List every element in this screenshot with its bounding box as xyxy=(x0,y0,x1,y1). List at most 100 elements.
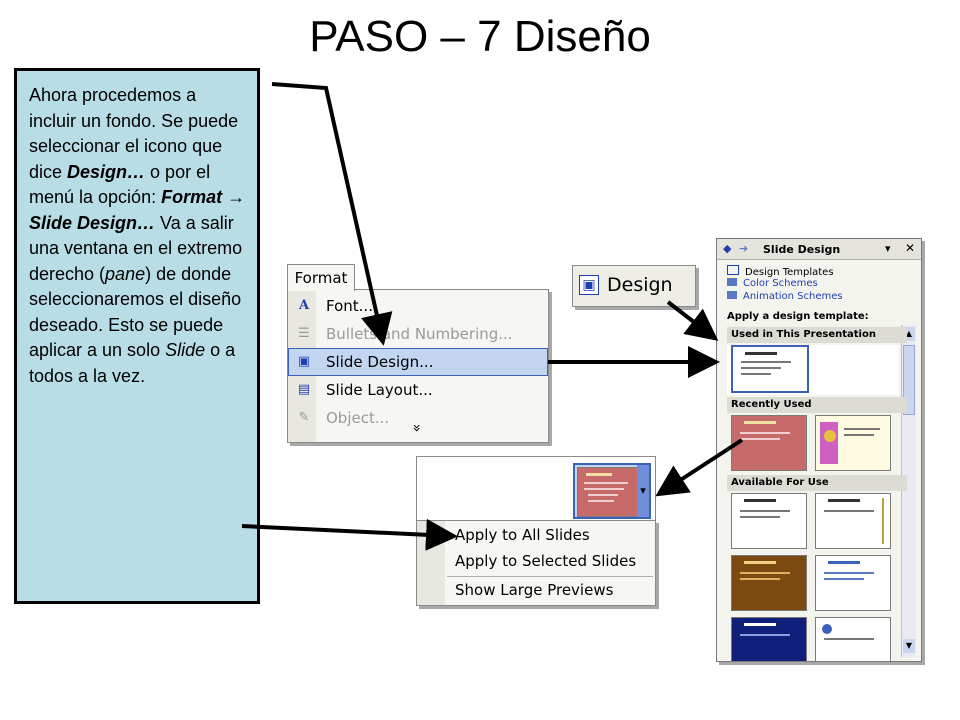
thumb-line xyxy=(740,634,790,636)
animation-schemes-icon xyxy=(727,291,737,299)
section-used: Used in This Presentation xyxy=(727,327,907,343)
thumb-line xyxy=(741,361,791,363)
thumb-line xyxy=(844,428,880,430)
section-available: Available For Use xyxy=(727,475,907,491)
slide-design-icon: ▣ xyxy=(297,354,311,369)
slide-design-word: Slide Design… xyxy=(29,212,156,233)
thumb-line xyxy=(740,438,780,440)
design-icon: ▣ xyxy=(579,275,599,295)
pane-link-label: Animation Schemes xyxy=(743,291,843,302)
arrow-text-to-apply xyxy=(241,518,458,551)
pane-word: pane xyxy=(105,263,146,284)
close-icon[interactable]: ✕ xyxy=(905,241,916,255)
design-templates-icon xyxy=(727,265,739,275)
thumb-title xyxy=(586,473,612,476)
menu-divider xyxy=(447,576,653,577)
color-schemes-icon xyxy=(727,278,737,286)
selected-template-frame: ▾ xyxy=(573,463,651,519)
thumb-art xyxy=(882,498,884,544)
template-thumbnail[interactable] xyxy=(731,555,807,611)
thumb-line xyxy=(740,510,790,512)
object-icon: ✎ xyxy=(298,410,310,425)
menu-item-label: Slide Layout... xyxy=(326,381,433,399)
section-recent: Recently Used xyxy=(727,397,907,413)
thumb-title xyxy=(828,561,860,564)
template-thumbnail[interactable] xyxy=(815,617,891,661)
slide-word: Slide xyxy=(165,340,206,360)
pane-link-color-schemes[interactable]: Color Schemes xyxy=(727,278,818,289)
format-menu: A Font... ☰ Bullets and Numbering... ▣ S… xyxy=(287,289,549,443)
menu-item-label: Slide Design... xyxy=(326,353,434,371)
template-thumbnail[interactable] xyxy=(815,415,891,471)
explanation-box: Ahora procedemos a incluir un fondo. Se … xyxy=(14,68,260,604)
pane-link-label: Color Schemes xyxy=(743,278,818,289)
menu-item-apply-all[interactable]: Apply to All Slides xyxy=(417,522,655,548)
thumb-line xyxy=(740,572,790,574)
back-icon[interactable]: ◆ xyxy=(723,242,732,255)
dropdown-arrow-icon[interactable]: ▾ xyxy=(637,465,649,517)
template-thumbnail[interactable] xyxy=(731,493,807,549)
thumb-title xyxy=(744,561,776,564)
thumb-line xyxy=(584,488,624,490)
menu-item-label: Apply to All Slides xyxy=(455,526,590,544)
thumb-line xyxy=(824,572,874,574)
template-thumbnail[interactable] xyxy=(577,467,639,517)
explanation-text: o a todos a la vez. xyxy=(29,340,236,386)
arrow-button-to-pane xyxy=(666,300,719,341)
bullets-icon: ☰ xyxy=(298,326,310,341)
thumb-title xyxy=(744,623,776,626)
template-thumbnail-context: ▾ xyxy=(416,456,656,522)
thumb-line xyxy=(824,510,874,512)
template-thumbnail[interactable] xyxy=(731,415,807,471)
thumb-line xyxy=(740,516,780,518)
thumb-art xyxy=(824,430,836,442)
design-word: Design… xyxy=(67,161,146,182)
design-button[interactable]: ▣ Design xyxy=(572,265,696,307)
font-icon: A xyxy=(298,298,310,313)
pane-menu-icon[interactable]: ▾ xyxy=(885,242,891,255)
apply-template-label: Apply a design template: xyxy=(727,311,869,322)
pane-link-design-templates[interactable]: Design Templates xyxy=(727,265,834,278)
thumb-title xyxy=(828,499,860,502)
thumb-line xyxy=(824,578,864,580)
menu-item-apply-selected[interactable]: Apply to Selected Slides xyxy=(417,548,655,574)
menu-item-label: Show Large Previews xyxy=(455,581,614,599)
thumb-line xyxy=(740,432,790,434)
thumb-line xyxy=(740,578,780,580)
template-thumbnail[interactable] xyxy=(815,555,891,611)
pane-link-animation-schemes[interactable]: Animation Schemes xyxy=(727,291,843,302)
explanation-text: Va a salir una ventana en el extremo der… xyxy=(29,212,243,284)
menu-item-slide-design[interactable]: ▣ Slide Design... xyxy=(288,348,548,376)
thumb-line xyxy=(844,434,874,436)
thumb-line xyxy=(588,500,614,502)
format-menu-tab[interactable]: Format xyxy=(287,264,355,291)
scroll-down-icon[interactable]: ▼ xyxy=(903,639,915,653)
arrow-pane-to-dropdown xyxy=(655,438,744,497)
slide-design-pane: ◆ ➔ Slide Design ▾ ✕ Design Templates Co… xyxy=(716,238,922,662)
template-thumbnail[interactable] xyxy=(815,493,891,549)
explanation-text: o por el menú la opción: xyxy=(29,161,211,208)
thumb-title xyxy=(744,499,776,502)
menu-item-font[interactable]: A Font... xyxy=(288,292,548,320)
thumb-line xyxy=(824,638,874,640)
forward-icon[interactable]: ➔ xyxy=(739,242,749,255)
explanation-text: Ahora procedemos a incluir un fondo. Se … xyxy=(29,85,239,182)
menu-item-object[interactable]: ✎ Object... xyxy=(288,404,548,432)
menu-item-label: Object... xyxy=(326,409,390,427)
template-thumbnail[interactable] xyxy=(731,617,807,661)
thumb-line xyxy=(588,494,618,496)
thumb-title xyxy=(745,352,777,355)
menu-item-label: Font... xyxy=(326,297,373,315)
arrow-icon: → xyxy=(227,187,246,207)
thumb-title xyxy=(744,421,776,424)
arrow-to-slide-design xyxy=(271,82,393,346)
template-thumbnail[interactable] xyxy=(731,345,809,393)
menu-item-large-previews[interactable]: Show Large Previews xyxy=(417,577,655,603)
menu-item-slide-layout[interactable]: ▤ Slide Layout... xyxy=(288,376,548,404)
thumb-line xyxy=(584,482,628,484)
pane-title: Slide Design xyxy=(763,243,841,256)
design-button-label: Design xyxy=(607,274,673,296)
menu-item-label: Apply to Selected Slides xyxy=(455,552,637,570)
explanation-text: ) de donde seleccionaremos el diseño des… xyxy=(29,263,242,361)
